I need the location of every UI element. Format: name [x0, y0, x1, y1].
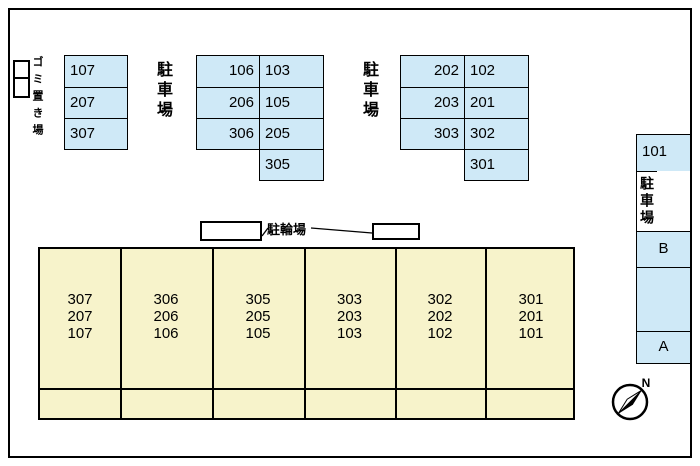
room-number: 107 [67, 325, 93, 342]
room-number: 105 [245, 325, 271, 342]
parking-space-303: 303 [401, 118, 464, 149]
parking-zone-a: A [637, 331, 690, 363]
parking-group-center-col1: 106 206 306 [196, 55, 260, 150]
room-number: 201 [518, 308, 544, 325]
parking-space-106: 106 [197, 56, 259, 87]
parking-group-east-col2: 102 201 302 301 [464, 55, 529, 181]
parking-lot-label-center: 駐車場 [360, 61, 377, 121]
parking-space-107: 107 [65, 56, 127, 87]
room-number: 302 [427, 291, 453, 308]
parking-space-203: 203 [401, 87, 464, 118]
building-divider-3 [304, 249, 306, 418]
parking-space-205: 205 [260, 118, 323, 149]
parking-space-301: 301 [465, 149, 528, 180]
parking-space-305: 305 [260, 149, 323, 180]
building-unit-6-label: 301 201 101 [485, 291, 577, 342]
parking-space-unlabeled [637, 267, 690, 331]
bicycle-parking-label: 駐輪場 [267, 222, 307, 237]
building-divider-2 [212, 249, 214, 418]
building-unit-1-label: 307 207 107 [40, 291, 120, 342]
room-number: 203 [336, 308, 363, 325]
room-number: 303 [336, 291, 363, 308]
room-number: 106 [153, 325, 179, 342]
compass-north-icon: N [611, 376, 651, 421]
room-number: 202 [427, 308, 453, 325]
building-divider-4 [395, 249, 397, 418]
garbage-area-label: ゴミ置き場 [31, 56, 43, 141]
bicycle-rack-left [200, 221, 262, 241]
room-number: 101 [518, 325, 544, 342]
room-number: 206 [153, 308, 179, 325]
room-number: 103 [336, 325, 363, 342]
parking-space-306: 306 [197, 118, 259, 149]
parking-space-207: 207 [65, 87, 127, 118]
parking-space-202: 202 [401, 56, 464, 87]
building-unit-2-label: 306 206 106 [120, 291, 212, 342]
parking-space-102: 102 [465, 56, 528, 87]
parking-space-206: 206 [197, 87, 259, 118]
parking-space-103: 103 [260, 56, 323, 87]
parking-space-101: 101 [637, 135, 690, 171]
parking-group-west: 107 207 307 [64, 55, 128, 150]
parking-space-201: 201 [465, 87, 528, 118]
parking-zone-b: B [637, 231, 690, 267]
room-number: 207 [67, 308, 93, 325]
parking-space-105: 105 [260, 87, 323, 118]
building-balcony-line [40, 388, 573, 390]
compass-north-label: N [642, 376, 651, 390]
room-number: 301 [518, 291, 544, 308]
parking-group-east-col1: 202 203 303 [400, 55, 465, 150]
building-divider-5 [485, 249, 487, 418]
garbage-bin-icon-line [15, 77, 28, 79]
parking-space-307: 307 [65, 118, 127, 149]
bicycle-rack-right [372, 223, 420, 240]
room-number: 307 [67, 291, 93, 308]
garbage-bin-icon [13, 60, 30, 98]
room-number: 305 [245, 291, 271, 308]
building-unit-3-label: 305 205 105 [212, 291, 304, 342]
parking-lot-label-east: 駐車場 [637, 171, 657, 231]
compass-needle-light [617, 389, 643, 415]
room-number: 306 [153, 291, 179, 308]
building-unit-4-label: 303 203 103 [304, 291, 395, 342]
room-number: 102 [427, 325, 453, 342]
parking-space-302: 302 [465, 118, 528, 149]
building-footprint: 307 207 107 306 206 106 305 205 105 303 … [38, 247, 575, 420]
parking-column-far-east: 101 駐車場 B A [636, 134, 691, 364]
parking-lot-label-west: 駐車場 [154, 61, 171, 121]
room-number: 205 [245, 308, 271, 325]
building-divider-1 [120, 249, 122, 418]
parking-group-center-col2: 103 105 205 305 [259, 55, 324, 181]
building-unit-5-label: 302 202 102 [395, 291, 485, 342]
plan-frame [8, 8, 692, 458]
